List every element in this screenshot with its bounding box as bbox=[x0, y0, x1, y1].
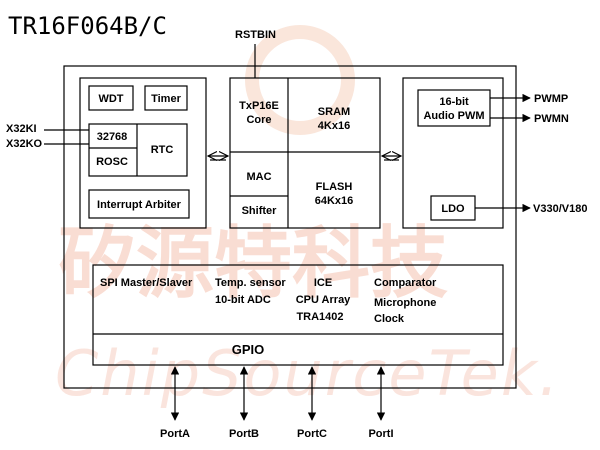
pwm-label-2: Audio PWM bbox=[423, 110, 484, 122]
pwm-label-1: 16-bit bbox=[439, 96, 469, 108]
watermark-english: ChipSourceTek. bbox=[55, 337, 560, 410]
peripheral-frame bbox=[92, 264, 504, 366]
spi-label: SPI Master/Slaver bbox=[100, 277, 193, 289]
flash-label-1: FLASH bbox=[316, 181, 353, 193]
rosc-label: ROSC bbox=[96, 156, 128, 168]
signal-pwmp: PWMP bbox=[534, 93, 568, 105]
chip-title: TR16F064B/C bbox=[8, 12, 167, 40]
signal-v330: V330/V180 bbox=[533, 203, 587, 215]
ldo-label: LDO bbox=[441, 203, 465, 215]
signal-x32ko: X32KO bbox=[6, 138, 43, 150]
wdt-label: WDT bbox=[98, 93, 123, 105]
audio-pwm-box bbox=[417, 89, 491, 127]
right-block: 16-bit Audio PWM LDO bbox=[402, 77, 504, 229]
watermark: 矽源特科技 ChipSourceTek. bbox=[55, 25, 560, 410]
signal-portc: PortC bbox=[297, 428, 327, 440]
microphone-label: Microphone bbox=[374, 297, 436, 309]
core-label-2: Core bbox=[246, 114, 271, 126]
signal-pwmn: PWMN bbox=[534, 113, 569, 125]
wdt-box bbox=[88, 85, 134, 111]
signal-rstbin: RSTBIN bbox=[235, 29, 276, 41]
shifter-label: Shifter bbox=[242, 205, 278, 217]
peripheral-block: SPI Master/Slaver Temp. sensor 10-bit AD… bbox=[92, 264, 504, 366]
tra-label: TRA1402 bbox=[296, 311, 343, 323]
timer-box bbox=[144, 85, 188, 111]
bus-arrow-left bbox=[208, 156, 228, 160]
rtc-box bbox=[88, 123, 188, 177]
comparator-label: Comparator bbox=[374, 277, 437, 289]
chip-boundary bbox=[63, 65, 517, 389]
timer-label: Timer bbox=[151, 93, 181, 105]
osc-32768-label: 32768 bbox=[97, 131, 128, 143]
adc-label: 10-bit ADC bbox=[215, 294, 271, 306]
core-block-frame bbox=[229, 77, 381, 229]
clock-label: Clock bbox=[374, 313, 405, 325]
left-block: WDT Timer 32768 ROSC RTC Interrupt Arbit… bbox=[79, 77, 207, 229]
watermark-chinese: 矽源特科技 bbox=[58, 219, 448, 309]
signal-porti: PortI bbox=[368, 428, 393, 440]
temp-label: Temp. sensor bbox=[215, 277, 286, 289]
cpu-array-label: CPU Array bbox=[296, 294, 351, 306]
right-block-frame bbox=[402, 77, 504, 229]
mac-label: MAC bbox=[246, 171, 271, 183]
interrupt-label: Interrupt Arbiter bbox=[97, 199, 182, 211]
gpio-label: GPIO bbox=[232, 342, 265, 357]
left-block-frame bbox=[79, 77, 207, 229]
signal-portb: PortB bbox=[229, 428, 259, 440]
signal-x32ki: X32KI bbox=[6, 123, 37, 135]
flash-label-2: 64Kx16 bbox=[315, 195, 354, 207]
signal-porta: PortA bbox=[160, 428, 190, 440]
rtc-label: RTC bbox=[151, 144, 174, 156]
interrupt-box bbox=[88, 189, 190, 219]
bus-arrow-right bbox=[382, 156, 401, 160]
ice-label: ICE bbox=[314, 277, 332, 289]
core-block: TxP16E Core SRAM 4Kx16 MAC Shifter FLASH… bbox=[229, 77, 381, 229]
sram-label-2: 4Kx16 bbox=[318, 120, 350, 132]
sram-label-1: SRAM bbox=[318, 106, 350, 118]
core-label-1: TxP16E bbox=[239, 100, 279, 112]
